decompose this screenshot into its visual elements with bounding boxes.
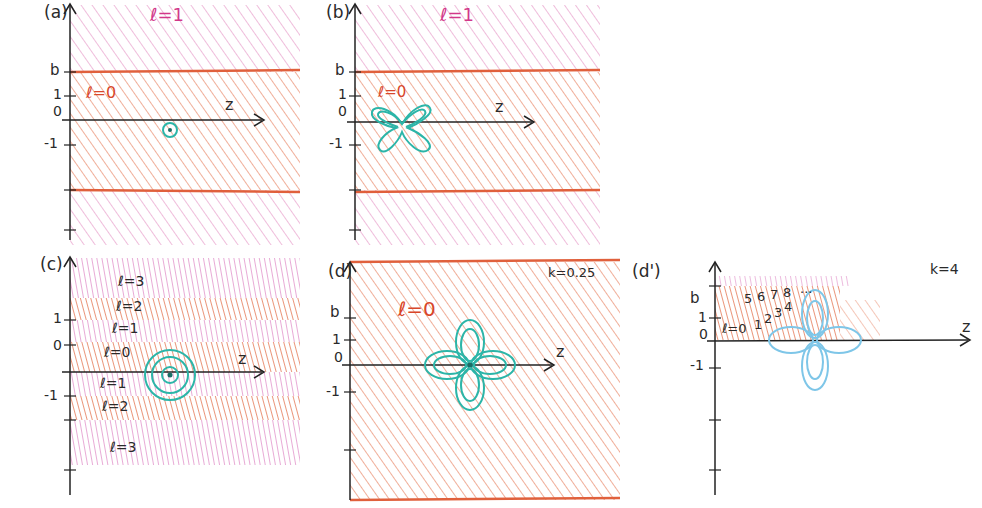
- panel-tag: (a): [44, 3, 68, 22]
- band-label: 5: [744, 292, 752, 306]
- axis-tick: b: [50, 62, 60, 79]
- band-label: ℓ=1: [440, 5, 474, 25]
- axis-tick: 0: [53, 338, 62, 353]
- axis-tick: -1: [44, 388, 58, 403]
- axis-tick: -1: [44, 136, 58, 151]
- panel-tag: (c): [40, 255, 63, 274]
- axis-tick: -1: [326, 384, 340, 399]
- band-label: ...: [800, 282, 812, 296]
- band-label: ℓ=0: [398, 298, 436, 320]
- panel-tag: (d'): [632, 262, 661, 281]
- band-label: ℓ=3: [118, 274, 144, 289]
- band-label: 1: [754, 318, 762, 332]
- band-label: ℓ=2: [116, 299, 142, 314]
- band-label: 7: [770, 288, 778, 302]
- axis-tick: -1: [329, 136, 343, 151]
- band-label: 2: [764, 312, 772, 326]
- band-label: 4: [784, 300, 792, 314]
- axis-label: z: [556, 343, 564, 361]
- axis-label: z: [225, 96, 233, 114]
- band-label: ℓ=0: [104, 345, 130, 360]
- panel-tag: (d): [328, 262, 352, 281]
- band-label: ℓ=0: [722, 322, 747, 336]
- band-label: ℓ=3: [110, 440, 136, 455]
- axis-tick: 0: [338, 104, 347, 119]
- axis-tick: 1: [332, 332, 341, 347]
- band-label: ℓ=1: [150, 5, 184, 25]
- axis-tick: 1: [698, 310, 707, 325]
- band-label: 8: [783, 286, 791, 300]
- axis-tick: -1: [690, 358, 704, 373]
- band-label: 3: [774, 306, 782, 320]
- band-label: ℓ=2: [102, 399, 128, 414]
- axis-tick: 1: [338, 87, 347, 102]
- band-label: ℓ=1: [112, 321, 138, 336]
- band-label: 6: [757, 290, 765, 304]
- axis-tick: 0: [334, 350, 343, 365]
- axis-tick: b: [330, 304, 340, 321]
- axis-tick: b: [335, 62, 345, 79]
- band-label: ℓ=1: [100, 376, 126, 391]
- axis-label: z: [962, 318, 970, 336]
- parameter-label: k=4: [930, 262, 959, 277]
- axis-tick: 0: [53, 104, 62, 119]
- panel-tag: (b): [326, 3, 350, 22]
- axis-tick: 1: [53, 311, 62, 326]
- axis-tick: 0: [699, 327, 708, 342]
- axis-tick: 1: [53, 87, 62, 102]
- parameter-label: k=0.25: [548, 266, 595, 280]
- band-label: ℓ=0: [86, 84, 116, 102]
- band-label: ℓ=0: [378, 84, 406, 101]
- axis-label: z: [495, 98, 503, 116]
- axis-tick: b: [690, 290, 700, 307]
- axis-label: z: [238, 350, 246, 368]
